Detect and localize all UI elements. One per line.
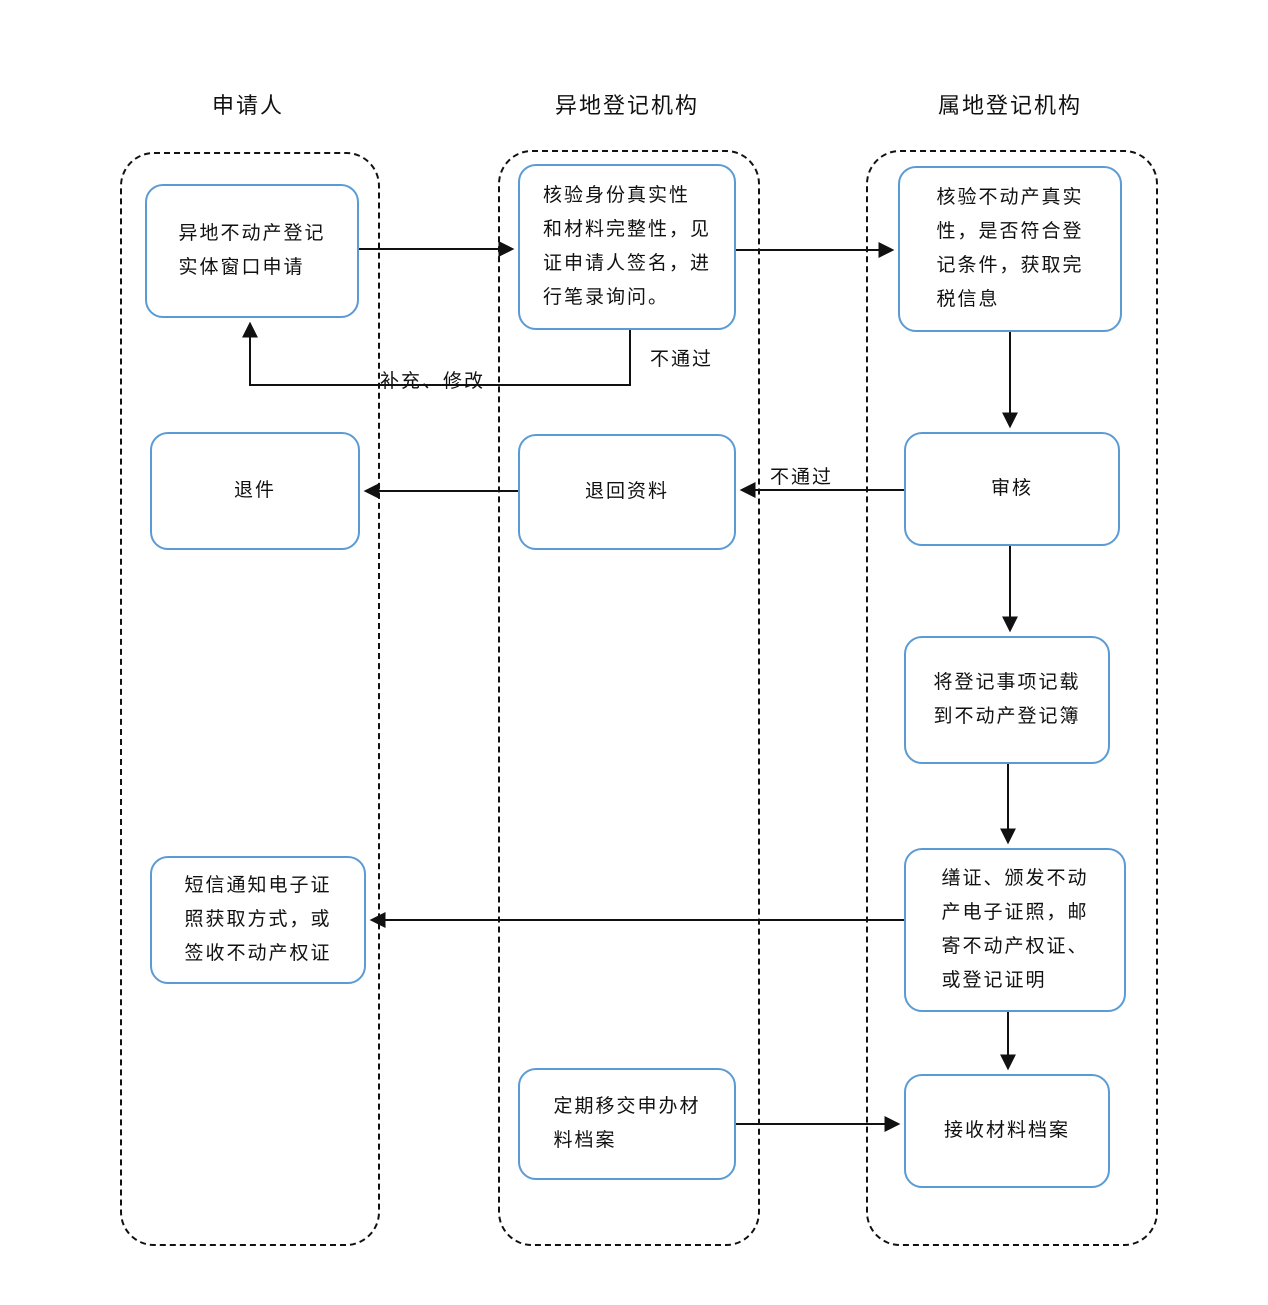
node-transfer-archives-label: 定期移交申办材 料档案 (553, 1096, 701, 1151)
node-record-label: 将登记事项记载 到不动产登记簿 (933, 672, 1081, 727)
node-apply: 异地不动产登记 实体窗口申请 (145, 184, 359, 318)
node-return-materials: 退回资料 (518, 434, 736, 550)
lane-title-applicant: 申请人 (211, 93, 284, 118)
node-verify-identity-label: 核验身份真实性 和材料完整性，见 证申请人签名，进 行笔录询问。 (542, 185, 711, 308)
edge-label-fail-review: 不通过 (768, 462, 836, 489)
node-reject-label: 退件 (233, 480, 276, 501)
node-receive-archives-label: 接收材料档案 (943, 1120, 1070, 1141)
node-notify: 短信通知电子证 照获取方式，或 签收不动产权证 (150, 856, 366, 984)
node-reject: 退件 (150, 432, 360, 550)
node-verify-property-label: 核验不动产真实 性，是否符合登 记条件，获取完 税信息 (936, 187, 1084, 310)
node-review: 审核 (904, 432, 1120, 546)
node-apply-label: 异地不动产登记 实体窗口申请 (178, 223, 326, 278)
lane-title-remote-agency: 异地登记机构 (554, 93, 699, 118)
edge-label-supplement: 补充、修改 (380, 371, 486, 392)
node-record: 将登记事项记载 到不动产登记簿 (904, 636, 1110, 764)
lane-applicant (120, 152, 380, 1246)
lane-title-local-agency: 属地登记机构 (937, 93, 1082, 118)
node-notify-label: 短信通知电子证 照获取方式，或 签收不动产权证 (184, 875, 332, 964)
node-verify-property: 核验不动产真实 性，是否符合登 记条件，获取完 税信息 (898, 166, 1122, 332)
node-issue: 缮证、颁发不动 产电子证照，邮 寄不动产权证、 或登记证明 (904, 848, 1126, 1012)
node-review-label: 审核 (990, 478, 1033, 499)
lane-local-agency (866, 150, 1158, 1246)
node-verify-identity: 核验身份真实性 和材料完整性，见 证申请人签名，进 行笔录询问。 (518, 164, 736, 330)
node-issue-label: 缮证、颁发不动 产电子证照，邮 寄不动产权证、 或登记证明 (941, 868, 1089, 991)
node-return-materials-label: 退回资料 (584, 481, 669, 502)
node-receive-archives: 接收材料档案 (904, 1074, 1110, 1188)
node-transfer-archives: 定期移交申办材 料档案 (518, 1068, 736, 1180)
edge-label-fail-verify: 不通过 (648, 344, 716, 371)
lane-remote-agency (498, 150, 760, 1246)
